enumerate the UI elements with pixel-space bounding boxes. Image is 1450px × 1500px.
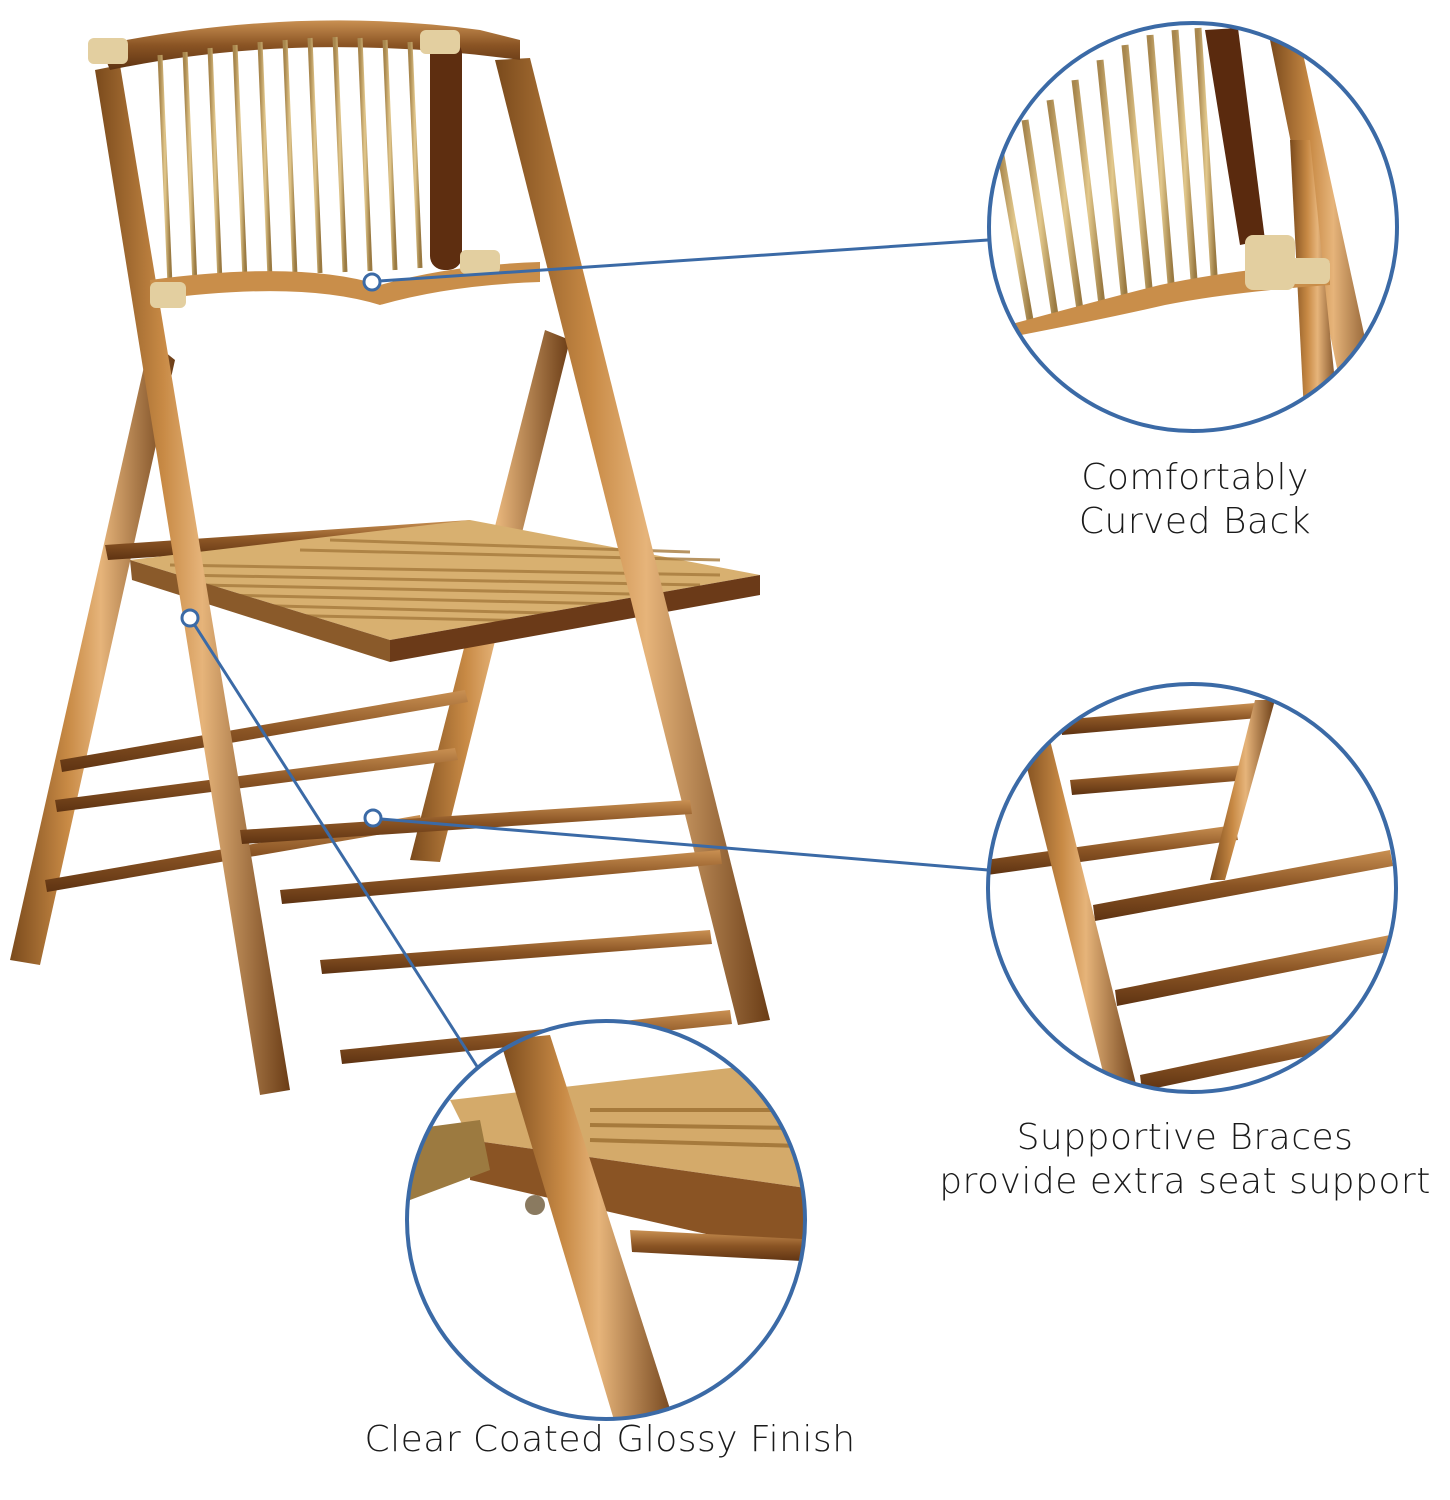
caption-braces-line2: provide extra seat support bbox=[939, 1160, 1431, 1202]
anchor-dot-finish bbox=[180, 608, 200, 628]
caption-finish-line1: Clear Coated Glossy Finish bbox=[364, 1419, 856, 1460]
caption-supportive-braces: Supportive Braces provide extra seat sup… bbox=[920, 1116, 1450, 1204]
caption-glossy-finish: Clear Coated Glossy Finish bbox=[330, 1418, 890, 1462]
callout-line-back bbox=[379, 238, 989, 283]
caption-braces-line1: Supportive Braces bbox=[1016, 1117, 1354, 1158]
callout-lines bbox=[192, 238, 989, 1069]
caption-curved-back-line2: Curved Back bbox=[1078, 500, 1312, 542]
callout-line-braces bbox=[380, 817, 989, 872]
chair-illustration bbox=[10, 20, 770, 1095]
callout-anchors bbox=[180, 272, 383, 828]
caption-curved-back: Comfortably Curved Back bbox=[1010, 456, 1380, 544]
anchor-dot-back bbox=[362, 272, 382, 292]
caption-curved-back-line1: Comfortably bbox=[1081, 457, 1309, 498]
anchor-dot-braces bbox=[363, 808, 383, 828]
zoom-circle-curved-back bbox=[987, 21, 1399, 433]
zoom-circle-supportive-braces bbox=[986, 682, 1398, 1094]
zoom-circle-glossy-finish bbox=[405, 1019, 807, 1421]
callout-line-finish bbox=[192, 623, 480, 1069]
